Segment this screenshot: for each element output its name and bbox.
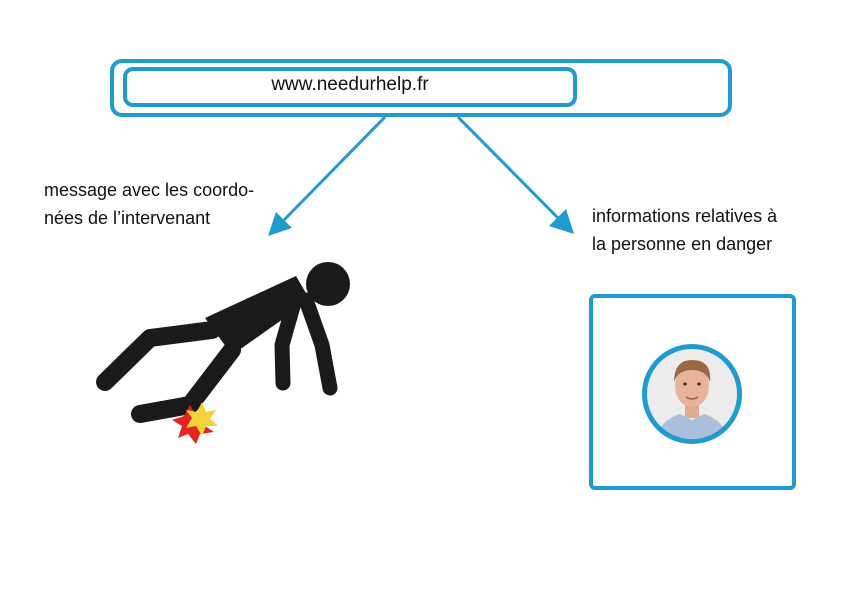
- responder-message-line-1: message avec les coordo-: [44, 180, 255, 200]
- url-field[interactable]: [123, 67, 577, 107]
- arrow-to-responder: [268, 115, 387, 236]
- arrow-to-victim-info: [456, 115, 574, 234]
- fallen-person-icon: [96, 262, 350, 423]
- browser-window-frame: [110, 59, 732, 117]
- victim-info-card: [589, 294, 796, 490]
- avatar: [642, 344, 742, 444]
- responder-message-label: message avec les coordo- nées de l’inter…: [44, 176, 294, 232]
- responder-message-line-2: nées de l’intervenant: [44, 208, 211, 228]
- victim-info-label: informations relatives à la personne en …: [592, 202, 832, 258]
- url-text: www.needurhelp.fr: [271, 74, 429, 95]
- impact-burst-icon: [172, 402, 218, 444]
- victim-info-line-2: la personne en danger: [592, 234, 773, 254]
- victim-info-line-1: informations relatives à: [592, 206, 778, 226]
